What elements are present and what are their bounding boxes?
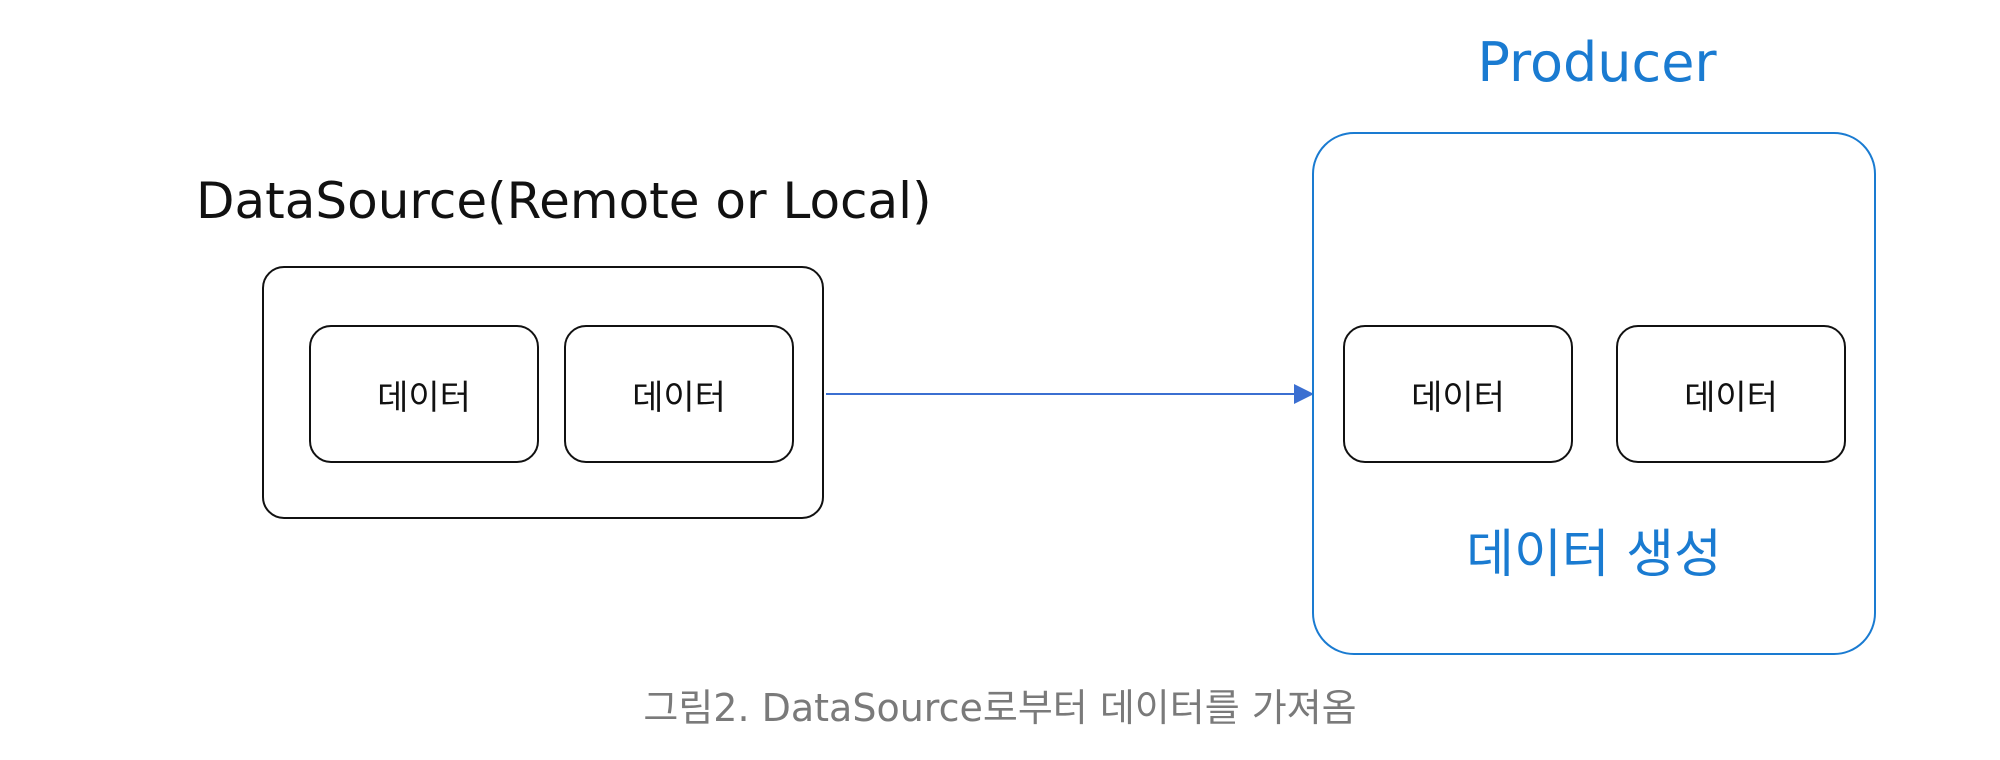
datasource-data-node-1-label: 데이터 [377, 377, 471, 418]
figure-caption: 그림2. DataSource로부터 데이터를 가져옴 [643, 686, 1357, 730]
datasource-data-node-1: 데이터 [309, 325, 539, 463]
producer-data-node-2: 데이터 [1616, 325, 1846, 463]
producer-data-node-1: 데이터 [1343, 325, 1573, 463]
datasource-data-node-2-label: 데이터 [632, 377, 726, 418]
producer-data-node-1-label: 데이터 [1411, 377, 1505, 418]
datasource-title: DataSource(Remote or Local) [196, 172, 932, 230]
producer-group: 데이터 데이터 [1312, 132, 1876, 655]
datasource-group: 데이터 데이터 [262, 266, 824, 519]
producer-title: Producer [1477, 31, 1717, 94]
producer-data-node-2-label: 데이터 [1684, 377, 1778, 418]
datasource-data-node-2: 데이터 [564, 325, 794, 463]
producer-action-label: 데이터 생성 [1466, 525, 1722, 585]
